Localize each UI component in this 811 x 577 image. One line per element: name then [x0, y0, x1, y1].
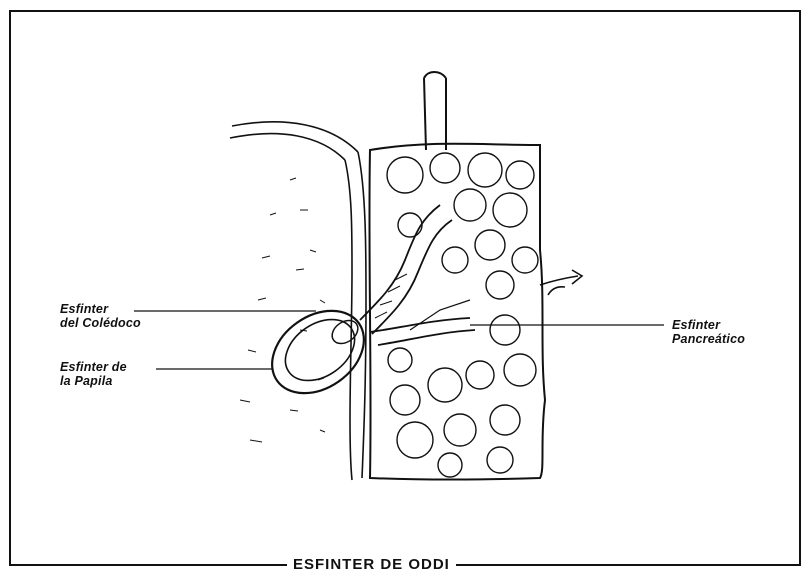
label-esfinter-coledoco: Esfinter del Colédoco [60, 302, 141, 330]
leader-lines [134, 311, 664, 369]
label-pancreatico-line1: Esfinter [672, 318, 745, 332]
vessel-right [540, 270, 582, 295]
label-pancreatico-line2: Pancreático [672, 332, 745, 346]
bile-and-pancreatic-ducts [360, 205, 475, 345]
label-papila-line2: la Papila [60, 374, 127, 388]
duodenum-wall [230, 122, 366, 480]
label-coledoco-line1: Esfinter [60, 302, 141, 316]
label-papila-line1: Esfinter de [60, 360, 127, 374]
pancreas [369, 144, 545, 480]
common-bile-duct-top [424, 72, 446, 150]
label-coledoco-line2: del Colédoco [60, 316, 141, 330]
figure-caption: ESFINTER DE ODDI [287, 556, 456, 574]
label-esfinter-papila: Esfinter de la Papila [60, 360, 127, 388]
label-esfinter-pancreatico: Esfinter Pancreático [672, 318, 745, 346]
